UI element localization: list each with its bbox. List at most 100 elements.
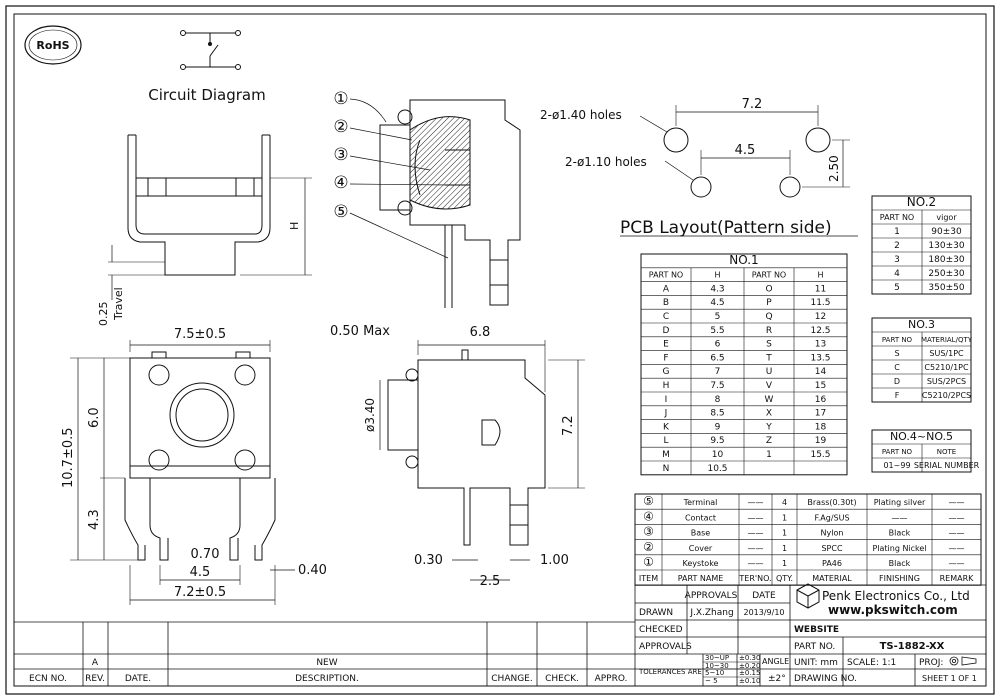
scale-label: SCALE: 1:1	[847, 658, 896, 668]
profile-max-label: 0.50 Max	[330, 324, 390, 339]
part-no-value: TS-1882-XX	[880, 641, 945, 652]
table-no2-cell: 1	[894, 227, 900, 237]
dim-h-label: H	[288, 222, 301, 230]
title-block-text: APPROVALS DATE DRAWN J.X.Zhang 2013/9/10…	[638, 583, 977, 685]
bom-cell: Brass(0.30t)	[807, 498, 856, 507]
table-no3-cell: C5210/2PCS	[922, 391, 971, 400]
table-no1-cell: 5	[715, 312, 721, 322]
table-no1-cell: Q	[765, 312, 772, 322]
table-no1-header: H	[714, 271, 720, 280]
tol-value-1: ±0.30	[739, 654, 760, 662]
dim-travel-value: 0.25	[97, 302, 110, 327]
bom-cell: ④	[643, 509, 654, 523]
table-no1-cell: 13	[815, 340, 826, 350]
sheet-label: SHEET 1 OF 1	[922, 674, 977, 683]
front-dim-pin-spacing: 4.5	[190, 565, 211, 580]
table-no1-cell: W	[765, 395, 774, 405]
table-no1-cell: O	[765, 284, 772, 294]
table-no1-cell: 6.5	[710, 353, 724, 363]
bom-cell: ——	[748, 544, 764, 553]
bom-cell: 4	[782, 498, 787, 507]
table-no3-header: MATERIAL/QTY	[921, 336, 973, 344]
bom-header: QTY.	[776, 574, 793, 583]
circuit-diagram-label: Circuit Diagram	[148, 86, 265, 104]
rohs-badge: RoHS	[24, 25, 82, 65]
table-no1-cell: D	[663, 326, 670, 336]
table-no1-cell: H	[663, 381, 670, 391]
bom-cell: ——	[949, 559, 965, 568]
bom-cell: ——	[949, 513, 965, 522]
table-no1-cell: 18	[815, 422, 827, 432]
table-no2-cell: 5	[894, 283, 900, 293]
profile-dim-diameter: ø3.40	[363, 398, 377, 432]
table-no1-cell: T	[765, 353, 772, 363]
bom-cell: ——	[949, 498, 965, 507]
inner-border	[13, 13, 987, 687]
callout-4: ④	[333, 173, 348, 193]
bom-cell: ——	[748, 498, 764, 507]
table-no45-cell: 01~99	[883, 461, 910, 470]
table-no3-cell: SUS/2PCS	[927, 377, 966, 386]
approvals-label: APPROVALS	[639, 642, 692, 652]
dim-travel-label: Travel	[112, 287, 125, 321]
bom-cell: Terminal	[683, 498, 718, 507]
bom-header: TER'NO.	[738, 574, 771, 583]
table-no45-header: PART NO	[882, 448, 913, 456]
callout-2: ②	[333, 117, 348, 137]
table-no1-cell: 8.5	[710, 409, 724, 419]
bom-cell: ——	[892, 513, 908, 522]
table-no1-header: PART NO	[649, 271, 683, 280]
table-no2-cell: 250±30	[928, 269, 964, 279]
table-no1-cell: 19	[815, 436, 827, 446]
bom-cell: ——	[748, 529, 764, 538]
company-name: Penk Electronics Co., Ltd	[822, 589, 970, 603]
rev-row-description: NEW	[316, 658, 337, 668]
bom-cell: Plating Nickel	[872, 544, 926, 553]
table-no2-cell: 350±50	[928, 283, 964, 293]
table-no3-header: PART NO	[882, 336, 913, 344]
table-no1-cell: 16	[815, 395, 827, 405]
table-no3-title: NO.3	[908, 318, 935, 331]
pcb-layout-drawing	[620, 105, 858, 237]
pcb-layout-title: PCB Layout(Pattern side)	[620, 218, 832, 238]
table-no1-cell: 1	[766, 450, 772, 460]
front-dim-total-height: 10.7±0.5	[61, 427, 76, 488]
table-no1-cell: C	[663, 312, 669, 322]
tol-range-1: 30~UP	[705, 654, 729, 662]
bom-cell: ——	[949, 544, 965, 553]
drawn-label: DRAWN	[639, 608, 673, 618]
callouts: ① ② ③ ④ ⑤	[333, 89, 348, 222]
table-no3-cell: SUS/1PC	[929, 349, 964, 358]
table-no2-cell: 3	[894, 255, 900, 265]
pcb-dim-45: 4.5	[735, 143, 756, 158]
table-no1-cell: 11.5	[810, 298, 830, 308]
rev-header-description: DESCRIPTION.	[295, 674, 359, 684]
drawn-by: J.X.Zhang	[689, 608, 733, 618]
table-no3-cell: F	[895, 391, 900, 400]
date-header: DATE	[752, 591, 776, 601]
profile-dim-pin-offset: 2.5	[480, 574, 501, 589]
bom-cell: ⑤	[643, 494, 654, 508]
table-no1-header: H	[817, 271, 823, 280]
front-view-drawing	[70, 340, 295, 605]
bom-cell: ③	[643, 525, 654, 539]
table-no2-cell: 180±30	[928, 255, 964, 265]
angle-label: ANGLE	[762, 657, 789, 666]
rev-header-date: DATE.	[125, 674, 151, 684]
table-no1-cell: 6	[715, 340, 721, 350]
table-no2-header: PART NO	[880, 213, 914, 222]
callout-3: ③	[333, 145, 348, 165]
projection-label: PROJ:	[919, 658, 943, 668]
company-website-url: www.pkswitch.com	[828, 603, 958, 617]
bom-cell: Contact	[685, 513, 716, 522]
pcb-holes-110-label: 2-ø1.10 holes	[565, 155, 647, 169]
tol-value-2: ±0.20	[739, 662, 760, 670]
table-no1-title: NO.1	[729, 253, 758, 267]
profile-view-drawing	[379, 340, 585, 581]
table-no1-cell: V	[766, 381, 773, 391]
bom-cell: Plating silver	[874, 498, 926, 507]
bom-cell: ②	[643, 540, 654, 554]
